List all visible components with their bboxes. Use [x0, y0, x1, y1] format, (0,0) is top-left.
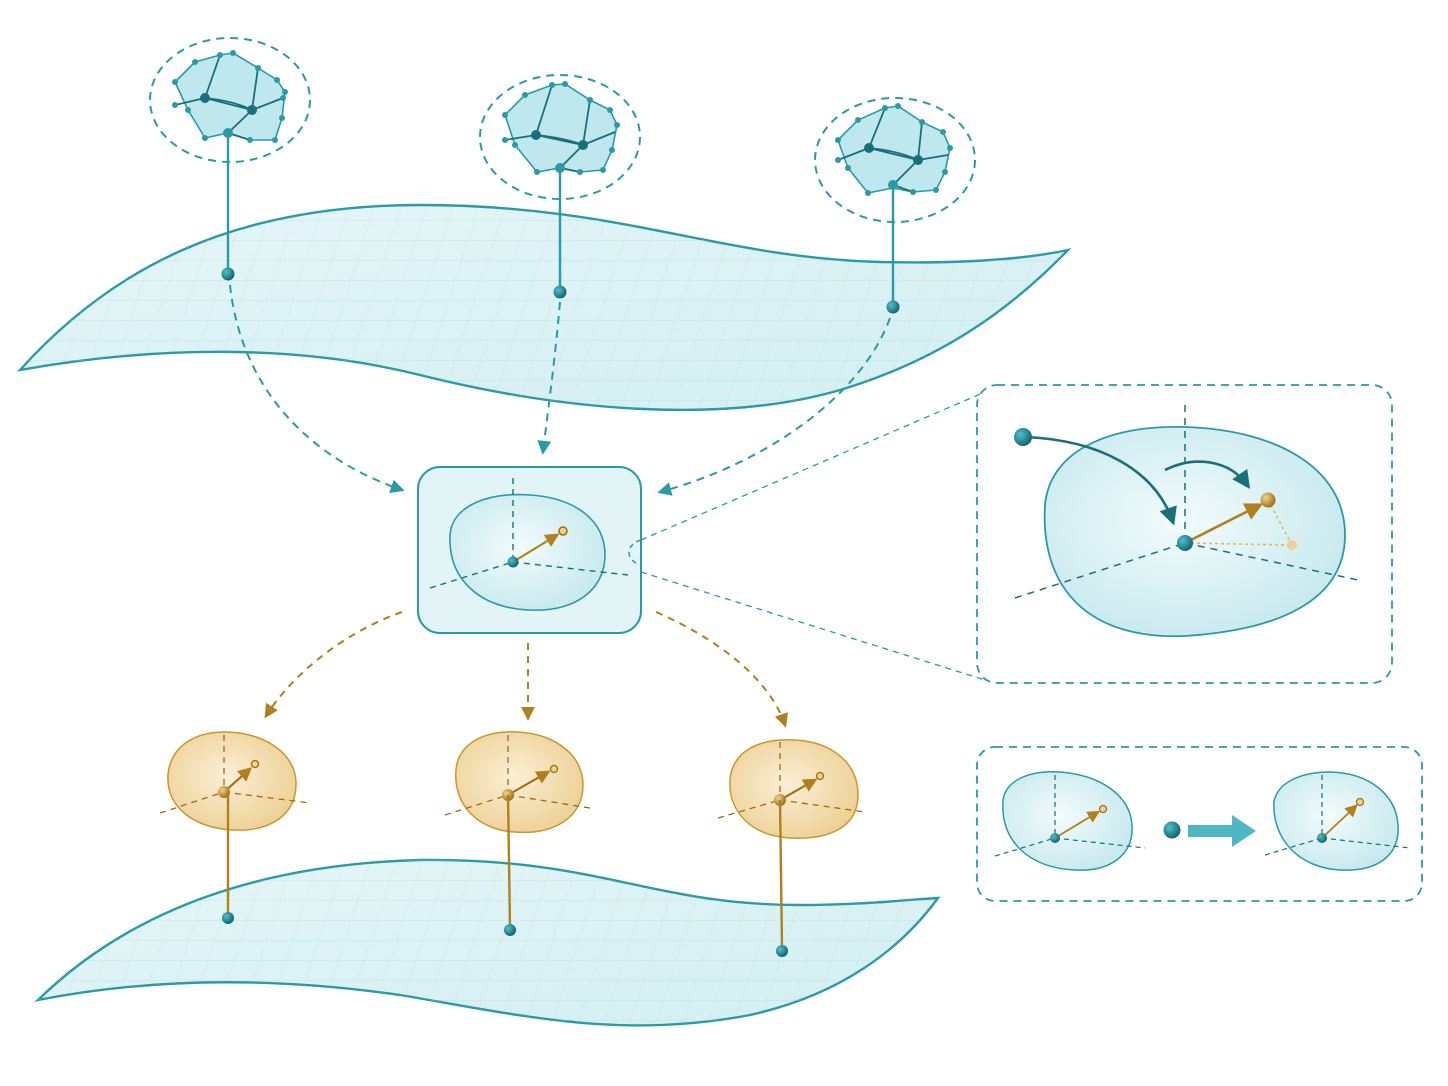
vector-tip-point — [1260, 492, 1276, 508]
transfer-inset — [976, 746, 1423, 902]
site-point-1 — [221, 267, 235, 281]
zoom-leaders — [640, 391, 986, 681]
zoom-inset — [976, 384, 1393, 684]
pull-arrows — [229, 284, 891, 496]
origin-point — [1177, 535, 1193, 551]
top-manifold-surface — [16, 203, 1072, 412]
central-space-box — [417, 466, 642, 634]
push-arrows — [264, 611, 789, 728]
tangent-cell-3 — [814, 97, 976, 314]
tangent-cell-1 — [149, 37, 311, 281]
site-point-3 — [886, 300, 900, 314]
tangent-cell-2 — [479, 74, 641, 299]
fiber-3 — [717, 739, 866, 957]
site-point-2 — [553, 285, 567, 299]
bottom-manifold-surface — [34, 858, 941, 1027]
right-arrow-icon — [1188, 815, 1256, 847]
source-point — [1014, 428, 1032, 446]
fiber-2 — [444, 731, 591, 936]
fiber-1 — [159, 731, 311, 924]
